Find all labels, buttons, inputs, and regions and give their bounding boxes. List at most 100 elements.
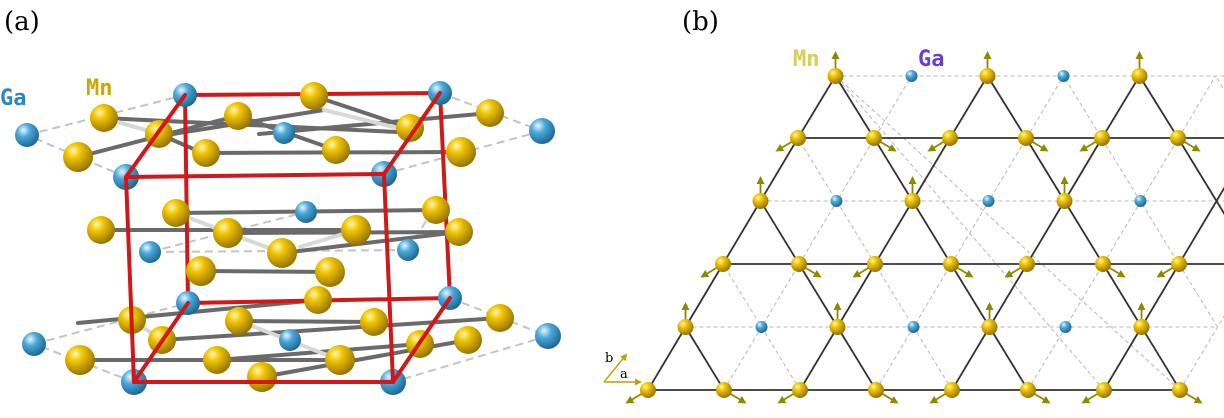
ga-atom (139, 241, 161, 263)
dashed-edge (33, 302, 189, 345)
ga-atom (755, 321, 768, 333)
mn-atom (677, 319, 694, 335)
mn-bond (1025, 137, 1066, 202)
grid-line (835, 75, 1105, 391)
unit-cell-edge (382, 91, 442, 176)
mn-atom (791, 256, 807, 272)
mn-bond (798, 263, 839, 328)
mn-bond (759, 200, 800, 265)
mn-atom (476, 99, 504, 127)
mn-atom (942, 130, 958, 146)
axis-a-label: a (620, 367, 628, 382)
unit-cell-edge (124, 172, 386, 179)
mn-label-b: Mn (793, 47, 820, 72)
mn-atom (341, 215, 371, 245)
mn-atom (247, 362, 277, 392)
ga-label-b: Ga (918, 47, 945, 72)
mn-bond (237, 319, 376, 324)
mn-atom (790, 130, 806, 146)
ga-atom (830, 195, 843, 207)
mn-bond (1177, 137, 1218, 202)
kagome-bonds (647, 75, 1224, 391)
mn-bond (280, 230, 461, 255)
mn-atom (192, 139, 220, 167)
axis-b-arrow-icon (603, 353, 628, 383)
mn-bond (836, 326, 877, 391)
mn-bond (1063, 137, 1103, 202)
mn-atom (162, 199, 190, 227)
unit-cell-edge (391, 296, 452, 384)
grid-line (1139, 75, 1224, 215)
mn-bond (950, 263, 991, 328)
mn-bond (986, 75, 1027, 139)
mn-atom (827, 68, 844, 84)
mn-atom (943, 256, 959, 272)
mn-bond (1140, 326, 1181, 391)
mn-atom (792, 382, 808, 398)
mn-bond (160, 316, 502, 342)
mn-bond (799, 326, 839, 391)
mn-bond (1103, 326, 1143, 391)
mn-bond (76, 298, 320, 325)
mn-atom (866, 130, 882, 146)
mn-atom (1131, 68, 1148, 84)
mn-bond (722, 200, 762, 265)
atoms-layer (15, 81, 561, 395)
unit-cell-edge (124, 93, 187, 179)
mn-bond (312, 94, 412, 130)
mn-bond (1101, 75, 1141, 139)
mn-atom (1019, 256, 1035, 272)
mn-atom (1095, 256, 1111, 272)
spin-arrows (625, 51, 1203, 404)
panel-b-label: (b) (682, 7, 719, 37)
mn-atom (752, 193, 769, 209)
ga-atom (1059, 321, 1072, 333)
ga-atom (397, 239, 419, 261)
mn-atom (715, 256, 731, 272)
ga-label: Ga (0, 86, 27, 111)
mn-bond (1102, 263, 1143, 328)
unit-cell-edge (124, 175, 136, 384)
mn-bond (834, 75, 875, 139)
mn-bond (199, 269, 332, 274)
mn-atom (867, 256, 883, 272)
mn-atom (979, 68, 996, 84)
panel-a-crystal-structure: (a) Ga Mn (0, 7, 561, 395)
axes-indicator: b a (603, 351, 642, 386)
mn-atom (1020, 382, 1036, 398)
mn-bond (684, 326, 725, 391)
mn-atom (325, 345, 355, 375)
mn-bond (988, 263, 1028, 328)
mn-bond (911, 200, 952, 265)
mn-atom (486, 304, 514, 332)
mn-atom (981, 319, 998, 335)
ga-atom (273, 122, 295, 144)
ga-atom (982, 195, 995, 207)
mn-atom (396, 114, 424, 142)
mn-bond (647, 326, 687, 391)
mn-bond (873, 137, 914, 202)
mn-atom (422, 196, 450, 224)
mn-atom (360, 308, 388, 336)
mn-atom (454, 326, 482, 354)
ga-atom (1057, 70, 1070, 82)
mn-bond (1215, 186, 1224, 202)
ga-atom (535, 323, 561, 349)
grid-line (1027, 75, 1216, 391)
mn-atom (304, 286, 332, 314)
mn-atom (63, 142, 93, 172)
grid-line (723, 75, 912, 391)
mn-atom (1133, 319, 1150, 335)
mn-atom (225, 307, 253, 335)
mn-atom (829, 319, 846, 335)
mn-atom (90, 104, 118, 132)
mn-bond (797, 75, 837, 139)
mn-atom (213, 218, 243, 248)
mn-atom (224, 102, 252, 130)
mn-bond (951, 326, 991, 391)
mn-bond (1063, 200, 1104, 265)
dashed-grid (647, 75, 1224, 391)
mn-bond (1215, 200, 1224, 215)
mn-atom (716, 382, 732, 398)
